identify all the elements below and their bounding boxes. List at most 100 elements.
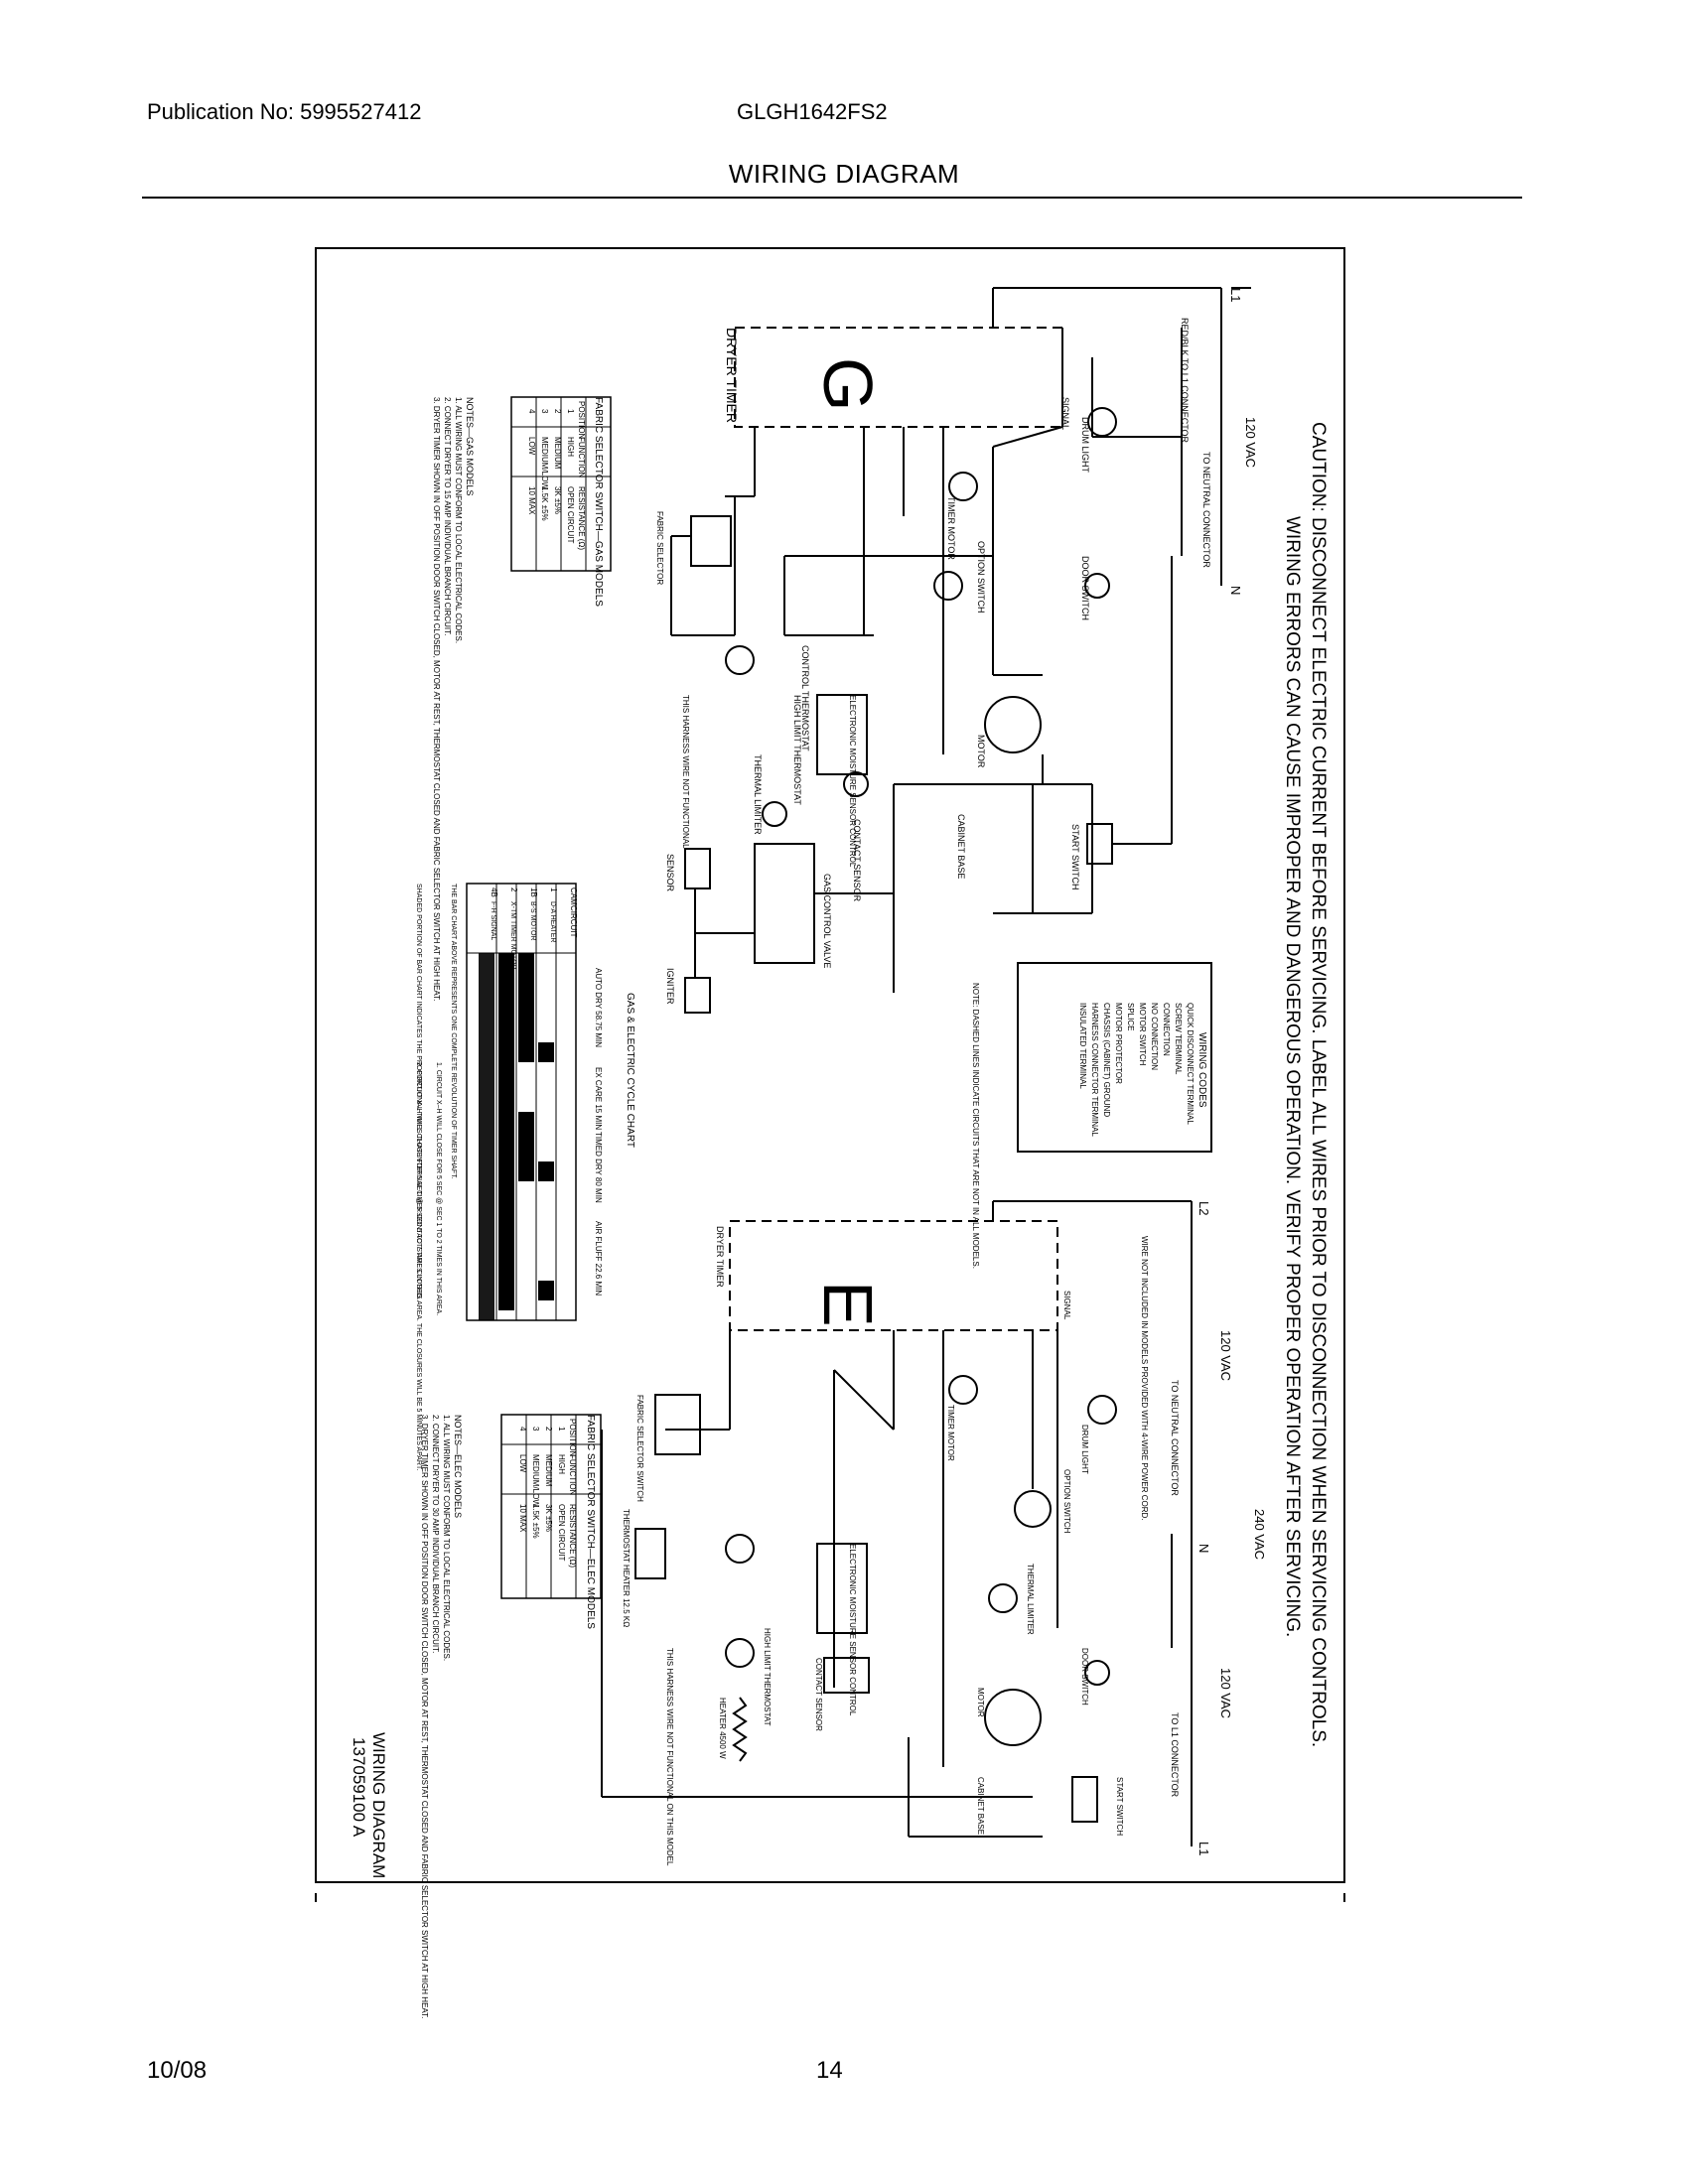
electric-drum-light-icon	[1087, 1395, 1117, 1425]
electric-table-title: FABRIC SELECTOR SWITCH—ELEC MODELS	[585, 1415, 596, 1629]
gas-to-l1-label: RED/BLK TO L1 CONNECTOR	[1180, 318, 1190, 444]
gas-option-switch-label: OPTION SWITCH	[976, 541, 986, 614]
gas-table-r3c1: 3	[540, 409, 549, 414]
wiring-codes-note: NOTE: DASHED LINES INDICATE CIRCUITS THA…	[971, 983, 980, 1269]
electric-table-r4c1: 4	[518, 1427, 527, 1432]
gas-valve-label: GAS CONTROL VALVE	[822, 874, 832, 968]
gas-fabric-selector-label: FABRIC SELECTOR	[655, 511, 664, 585]
gas-sensor-control-label: ELECTRONIC MOISTURE SENSOR CONTROL	[848, 695, 857, 868]
cycle-note-1: THE BAR CHART ABOVE REPRESENTS ONE COMPL…	[450, 884, 457, 1179]
cycle-signal-note-1: 1. CIRCUIT X–H WILL CLOSE FOR 5 SEC @ SE…	[435, 1062, 442, 1315]
electric-timer-motor-icon	[948, 1375, 978, 1405]
electric-table-r4c2: LOW	[518, 1454, 527, 1473]
cycle-label-2: B-S MOTOR	[529, 901, 536, 941]
cycle-label-1: D-A HEATER	[549, 901, 556, 943]
cycle-col-1: AUTO DRY 58.75 MIN	[594, 968, 603, 1047]
gas-timer-letter: G	[809, 357, 887, 411]
wiring-codes-title: WIRING CODES	[1196, 1032, 1207, 1108]
electric-contact-sensor-box	[823, 1657, 870, 1694]
electric-table-r3c1: 3	[531, 1427, 540, 1432]
electric-n-label: N	[1196, 1544, 1211, 1553]
gas-thermal-limiter-label: THERMAL LIMITER	[753, 754, 763, 835]
gas-control-thermostat-label: CONTROL THERMOSTAT	[800, 645, 810, 751]
electric-table-h1: POSITION	[568, 1419, 577, 1456]
electric-option-switch-icon	[1014, 1490, 1052, 1528]
electric-door-switch-icon	[1084, 1660, 1110, 1686]
wiring-code-8: CHASSIS (CABINET) GROUND	[1102, 1003, 1111, 1117]
gas-drum-light-label: DRUM LIGHT	[1080, 417, 1090, 474]
gas-table-r1c2: HIGH	[566, 437, 575, 457]
electric-vac-right: 120 VAC	[1218, 1668, 1233, 1718]
electric-signal-label: SIGNAL	[1062, 1291, 1071, 1320]
diagram-number: 137059100 A	[350, 1737, 368, 1838]
cycle-bar-signal-1	[538, 1042, 554, 1062]
electric-start-switch	[1071, 1776, 1098, 1823]
gas-contact-sensor-label: CONTACT SENSOR	[852, 819, 862, 902]
electric-drum-light-label: DRUM LIGHT	[1080, 1425, 1089, 1474]
cycle-col-2: EX CARE 15 MIN	[594, 1067, 603, 1130]
gas-schematic	[670, 287, 1251, 1014]
gas-signal-label: SIGNAL	[1060, 397, 1070, 430]
electric-table-r1c2: HIGH	[557, 1454, 566, 1474]
electric-note-1: 1. ALL WIRING MUST CONFORM TO LOCAL ELEC…	[442, 1415, 451, 1661]
gas-to-neutral-label: TO NEUTRAL CONNECTOR	[1201, 452, 1211, 568]
gas-vac-label: 120 VAC	[1243, 417, 1258, 468]
electric-table-h2: FUNCTION	[568, 1454, 577, 1496]
electric-high-limit-icon	[725, 1638, 755, 1668]
cycle-row-4: 4B	[490, 887, 498, 897]
footer-page-number: 14	[816, 2057, 843, 2084]
gas-notes-title: NOTES—GAS MODELS	[465, 397, 475, 496]
gas-harness-note: THIS HARNESS WIRE NOT FUNCTIONAL	[681, 695, 690, 849]
electric-fabric-selector-box	[654, 1394, 701, 1455]
gas-labels: G DRYER TIMER 120 VAC L1 N TO NEUTRAL CO…	[655, 288, 1258, 1005]
electric-fabric-selector-label: FABRIC SELECTOR SWITCH	[635, 1395, 644, 1502]
electric-notes-title: NOTES—ELEC MODELS	[453, 1415, 463, 1518]
gas-table-h3: RESISTANCE (Ω)	[577, 486, 586, 550]
gas-table-r3c3: 1.5K ±5%	[540, 486, 549, 521]
electric-l2-label: L2	[1196, 1201, 1211, 1215]
page-title: WIRING DIAGRAM	[728, 159, 960, 189]
electric-timer-label: DRYER TIMER	[715, 1226, 725, 1288]
cycle-bar-motor	[498, 953, 514, 1310]
gas-motor-icon	[984, 696, 1042, 753]
cycle-label-3: X-TM TIMER MOTOR	[509, 901, 516, 970]
electric-option-switch-label: OPTION SWITCH	[1062, 1469, 1071, 1534]
gas-table-title: FABRIC SELECTOR SWITCH—GAS MODELS	[593, 397, 604, 607]
gas-note-3: 3. DRYER TIMER SHOWN IN OFF POSITION DOO…	[432, 397, 441, 1001]
cycle-col-4: AIR FLUFF 22.6 MIN	[594, 1221, 603, 1296]
cycle-chart: GAS & ELECTRIC CYCLE CHART AUTO DRY 58.7…	[415, 883, 635, 1470]
gas-motor-label: MOTOR	[976, 735, 986, 768]
electric-thermal-limiter-label: THERMAL LIMITER	[1026, 1564, 1035, 1635]
gas-timer-motor-icon	[948, 472, 978, 501]
gas-l1-label: L1	[1228, 288, 1243, 302]
gas-table-r3c2: MEDIUM/LOW	[540, 437, 549, 489]
electric-door-switch-label: DOOR SWITCH	[1080, 1648, 1089, 1706]
wiring-code-6: SPLICE	[1126, 1003, 1135, 1030]
electric-table-r2c3: 3K ±5%	[544, 1504, 553, 1532]
cycle-row-h: CAM	[569, 887, 578, 905]
wiring-code-2: SCREW TERMINAL	[1174, 1003, 1183, 1075]
gas-table-r4c2: LOW	[527, 437, 536, 456]
gas-door-switch-label: DOOR SWITCH	[1080, 556, 1090, 620]
gas-table-h1: POSITION	[577, 401, 586, 439]
electric-thermostat-heater-box	[634, 1528, 666, 1579]
gas-table-h2: FUNCTION	[577, 437, 586, 478]
gas-table-r4c3: 10 MAX	[527, 486, 536, 515]
electric-harness-note: THIS HARNESS WIRE NOT FUNCTIONAL ON THIS…	[665, 1648, 674, 1866]
wiring-codes: WIRING CODES QUICK DISCONNECT TERMINAL S…	[971, 962, 1212, 1269]
electric-sensor-control-label: ELECTRONIC MOISTURE SENSOR CONTROL	[848, 1544, 857, 1716]
electric-table-h3: RESISTANCE (Ω)	[568, 1504, 577, 1568]
electric-thermal-limiter-icon	[988, 1583, 1018, 1613]
gas-igniter-box	[684, 977, 711, 1014]
wiring-code-7: MOTOR PROTECTOR	[1114, 1003, 1123, 1084]
gas-table-r1c1: 1	[566, 409, 575, 414]
caution-line-2: WIRING ERRORS CAN CAUSE IMPROPER AND DAN…	[1282, 516, 1303, 1637]
gas-high-limit-label: HIGH LIMIT THERMOSTAT	[792, 695, 802, 805]
electric-l1-label: L1	[1196, 1842, 1211, 1855]
gas-high-limit-icon	[843, 771, 869, 797]
electric-dryer-timer-box	[729, 1220, 1058, 1331]
electric-fabric-table: FABRIC SELECTOR SWITCH—ELEC MODELS POSIT…	[500, 1414, 602, 1629]
electric-contact-sensor-label: CONTACT SENSOR	[814, 1658, 823, 1731]
electric-to-l1-label: TO L1 CONNECTOR	[1170, 1712, 1180, 1798]
cycle-bar-signal-2	[538, 1161, 554, 1181]
